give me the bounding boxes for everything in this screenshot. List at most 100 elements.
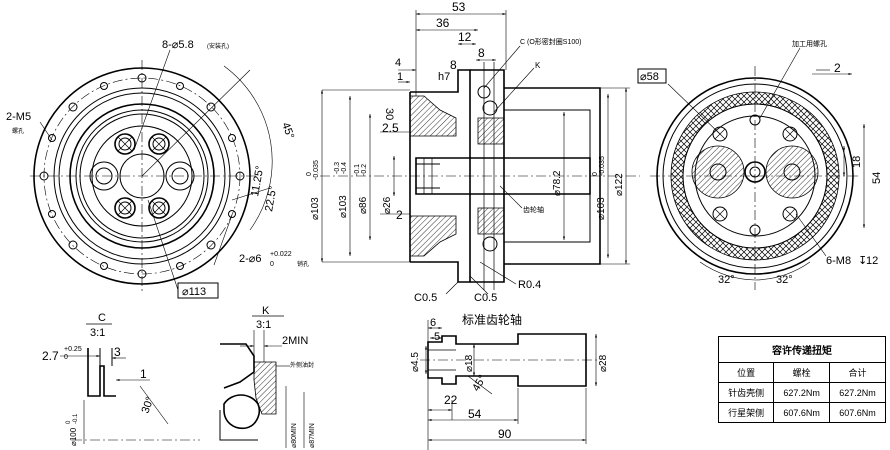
k-note: K: [535, 61, 541, 70]
d86-tol-upper: -0.1: [354, 164, 361, 176]
dim-36: 36: [436, 16, 450, 30]
std-shaft: [420, 320, 600, 450]
detail-k-d87: ⌀87MIN: [309, 423, 316, 448]
std-dim-90: 90: [498, 427, 512, 441]
detail-c-dim-3: 3: [114, 345, 121, 359]
dim-4: 4: [395, 57, 401, 69]
detail-c-dia: ⌀100: [69, 427, 78, 446]
detail-c: [60, 323, 200, 444]
std-dim-18: ⌀18: [464, 354, 475, 372]
angle-11-25: 11.25°: [249, 165, 266, 198]
section-view: [320, 10, 640, 295]
std-shaft-title: 标准齿轮轴: [462, 312, 522, 327]
d103c-tol-lower: -0.035: [599, 156, 606, 176]
detail-c-dim-27-tol-upper: +0.25: [64, 346, 82, 353]
front-view: [30, 49, 273, 292]
process-note: 加工用螺孔: [792, 39, 827, 48]
torque-cell: 行星架侧: [717, 402, 775, 423]
tap-label: 2-M5: [6, 111, 31, 123]
rear-angle-b: 32°: [776, 274, 793, 286]
std-dim-28: ⌀28: [598, 354, 609, 372]
detail-k-d80: ⌀80MIN: [291, 423, 298, 448]
d103b: ⌀103: [338, 195, 349, 218]
d103c-tol-upper: 0: [592, 172, 599, 176]
detail-k-note: 外侧油封: [290, 361, 314, 369]
pin-note: 销孔: [297, 260, 309, 268]
dim-2: 2: [396, 208, 403, 222]
c-note: C (O形密封圈S100): [520, 37, 581, 46]
d103a: ⌀103: [310, 197, 321, 220]
d103b-tol-upper: -0.3: [334, 162, 341, 174]
d103b-tol-lower: -0.4: [341, 162, 348, 174]
torque-cell: 627.2Nm: [829, 382, 886, 403]
rear-dim-18: 18: [851, 156, 863, 168]
d58: ⌀58: [640, 71, 659, 83]
tap-note: 螺孔: [12, 127, 24, 135]
holes-note: (安装孔): [207, 42, 229, 50]
r04: R0.4: [518, 279, 541, 291]
torque-header-bolt: 螺栓: [773, 362, 831, 383]
torque-header-position: 位置: [717, 362, 775, 383]
pin-tol-upper: +0.022: [270, 251, 292, 258]
c05b: C0.5: [474, 292, 497, 304]
detail-k-scale: 3:1: [256, 319, 271, 331]
dim-1: 1: [397, 71, 403, 83]
holes-label: 8-⌀5.8: [162, 39, 194, 51]
torque-row: 行星架侧 607.6Nm 607.6Nm: [717, 402, 886, 423]
d122: ⌀122: [614, 173, 625, 196]
outer-dia-box: [177, 282, 219, 299]
rear-tap-label: 6-M8: [826, 255, 851, 267]
torque-cell: 627.2Nm: [773, 382, 831, 403]
detail-c-scale: 3:1: [90, 327, 105, 339]
angle-22-5: 22.5°: [263, 185, 279, 213]
detail-c-title: C: [98, 312, 106, 324]
detail-c-dim-27: 2.7: [42, 349, 59, 363]
outer-dia: ⌀113: [182, 286, 206, 298]
std-dim-6: 6: [430, 317, 436, 329]
c05a: C0.5: [414, 292, 437, 304]
d86-tol-lower: -0.2: [361, 164, 368, 176]
d26: ⌀26: [382, 196, 393, 214]
rear-dim-2: 2: [834, 61, 841, 75]
rear-dim-54: 54: [871, 172, 883, 184]
rear-tap-depth: 12: [866, 255, 878, 267]
std-dim-54: 54: [468, 407, 482, 421]
pin-label: 2-⌀6: [239, 253, 262, 265]
d78: ⌀78.2: [552, 170, 563, 196]
detail-k-2min: 2MIN: [282, 335, 308, 347]
d103a-tol-lower: -0.035: [313, 160, 320, 180]
detail-c-dia-tol-upper: 0: [66, 420, 72, 424]
detail-c-dia-tol-lower: -0.1: [73, 413, 79, 424]
detail-c-angle: 30°: [140, 395, 157, 415]
torque-header-total: 合计: [829, 362, 886, 383]
rear-tap-depth-symbol: ↧: [858, 255, 867, 267]
d103c: ⌀103: [596, 197, 607, 220]
dim-h7: h7: [438, 71, 450, 83]
torque-table-title: 容许传递扭矩: [718, 336, 886, 363]
dim-12: 12: [458, 30, 472, 44]
angle-45: 45°: [279, 121, 296, 141]
d58-box: [637, 68, 667, 84]
torque-cell: 607.6Nm: [773, 402, 831, 423]
dim-8b: 8: [450, 58, 457, 72]
pin-tol-lower: 0: [270, 261, 274, 268]
d86: ⌀86: [358, 196, 369, 214]
d103a-tol-upper: 0: [306, 172, 313, 176]
dim-2-5: 2.5: [382, 121, 399, 135]
torque-row: 针齿壳侧 627.2Nm 627.2Nm: [717, 382, 886, 403]
std-dim-22: 22: [444, 393, 458, 407]
dim-53: 53: [452, 0, 466, 14]
mounting-holes: [39, 73, 245, 279]
torque-cell: 607.6Nm: [829, 402, 886, 423]
torque-cell: 针齿壳侧: [717, 382, 775, 403]
rear-angle-a: 32°: [718, 274, 735, 286]
std-dim-5: 5: [434, 331, 440, 343]
detail-k-title: K: [262, 305, 270, 317]
torque-table: 容许传递扭矩 位置 螺栓 合计 针齿壳侧 627.2Nm 627.2Nm 行星架…: [717, 336, 886, 423]
dim-8a: 8: [478, 46, 485, 60]
detail-k: [219, 315, 305, 448]
rear-view: [650, 47, 866, 290]
detail-c-dim-1: 1: [140, 367, 147, 381]
gear-shaft-note: 齿轮轴: [523, 205, 544, 214]
